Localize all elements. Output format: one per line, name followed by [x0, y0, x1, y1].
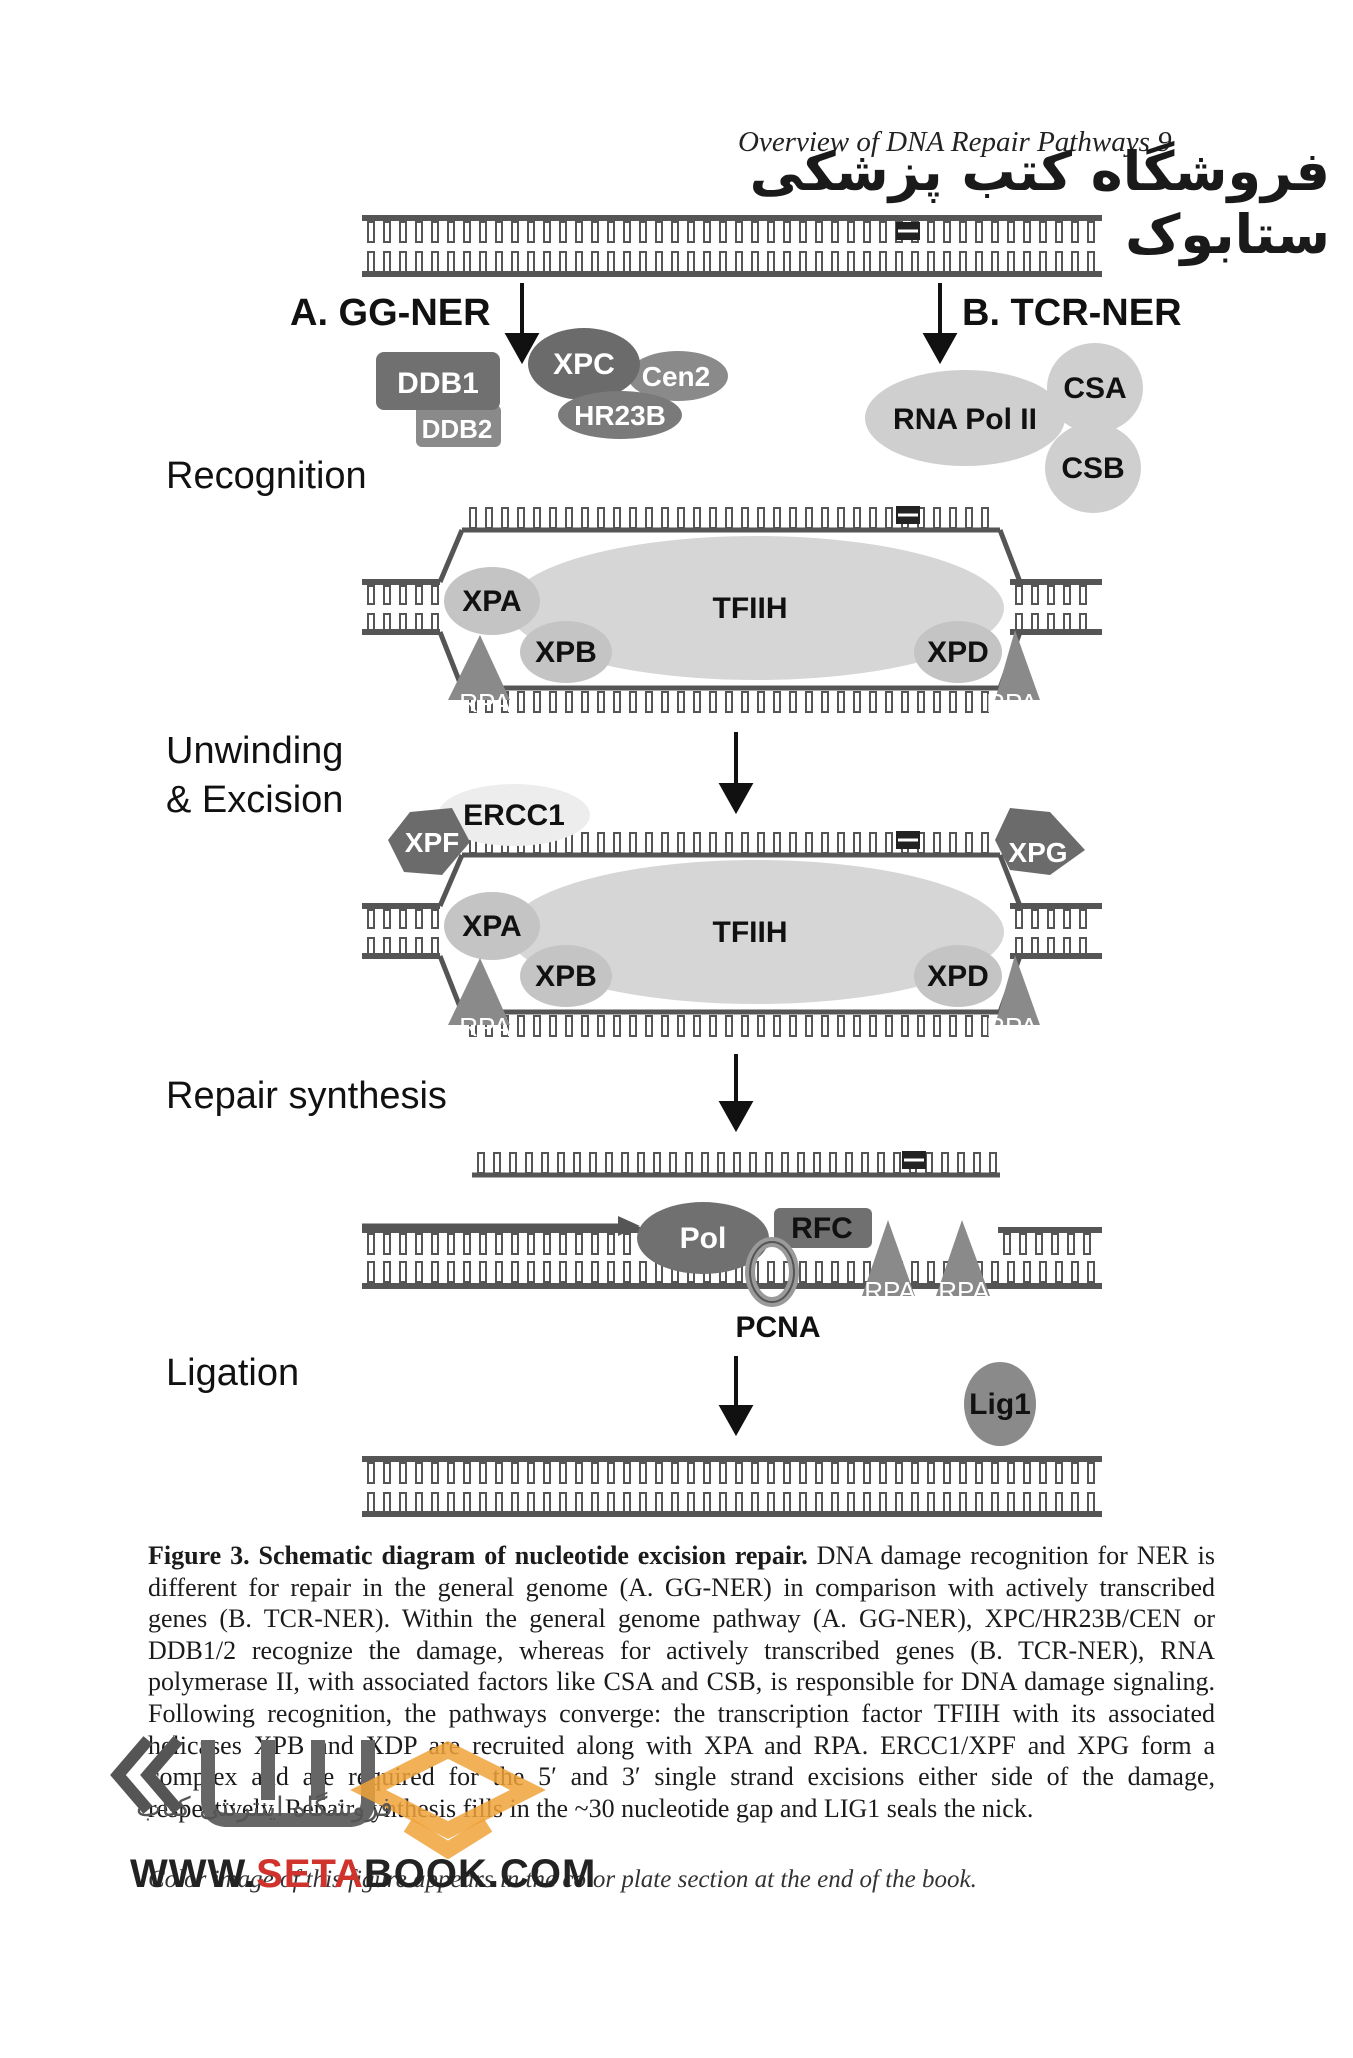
pol-label: Pol — [680, 1222, 727, 1255]
rna-pol-label: RNA Pol II — [893, 403, 1037, 436]
xpg-label: XPG — [1008, 837, 1067, 868]
rpa-label: RPA — [459, 1012, 511, 1042]
tfiih-label: TFIIH — [713, 916, 788, 949]
caption-title: Figure 3. Schematic diagram of nucleotid… — [148, 1541, 808, 1570]
rfc-label: RFC — [791, 1212, 853, 1245]
xpb-label: XPB — [535, 960, 597, 993]
gg-ner-label: A. GG-NER — [290, 292, 491, 334]
ercc1-label: ERCC1 — [463, 799, 565, 832]
xpf-label: XPF — [405, 827, 459, 858]
watermark-url-pre: WWW. — [130, 1852, 257, 1896]
rpa-label: RPA — [459, 688, 511, 718]
xpc-complex: XPC Cen2 HR23B — [528, 328, 728, 439]
tcr-ner-label: B. TCR-NER — [962, 292, 1182, 334]
xpc-label: XPC — [553, 348, 615, 381]
watermark-url-red: SETA — [256, 1852, 364, 1896]
caption-body: DNA damage recognition for NER is differ… — [148, 1541, 1215, 1823]
ddb1-label: DDB1 — [397, 367, 479, 400]
rpa-label: RPA — [864, 1276, 916, 1306]
ddb-complex: DDB1 DDB2 — [376, 352, 501, 447]
ddb2-label: DDB2 — [422, 414, 493, 444]
watermark-banner: فروشگاه کتب پزشکی ستابوک — [749, 140, 1330, 266]
stage-unwinding: Unwinding — [166, 730, 343, 772]
csb-label: CSB — [1061, 452, 1124, 485]
xpd-label: XPD — [927, 960, 989, 993]
flow-arrows — [504, 283, 958, 1437]
tfiih-complex-1: TFIIH XPA XPB XPD RPA RPA — [444, 536, 1040, 718]
tfiih-complex-2: ERCC1 XPF XPG TFIIH XPA XPB XPD RPA RPA — [388, 784, 1085, 1042]
rpa-label: RPA — [986, 688, 1038, 718]
stage-ligation: Ligation — [166, 1352, 299, 1394]
running-head: Overview of DNA Repair Pathways 9 — [738, 126, 1172, 158]
cen2-label: Cen2 — [642, 361, 710, 392]
color-plate-note: Color image of this figure appears in th… — [148, 1866, 977, 1893]
pcna-label: PCNA — [735, 1311, 820, 1344]
stage-repair-synthesis: Repair synthesis — [166, 1075, 447, 1117]
watermark-url: WWW.SETABOOK.COM — [130, 1852, 596, 1897]
rpa-label: RPA — [938, 1276, 990, 1306]
watermark-subtitle: فروشگاه اینترنتی کتاب — [136, 1792, 393, 1823]
xpa-label: XPA — [462, 585, 521, 618]
watermark-url-post: BOOK.COM — [363, 1852, 597, 1896]
lig1-label: Lig1 — [969, 1388, 1031, 1421]
xpa-label: XPA — [462, 910, 521, 943]
tfiih-label: TFIIH — [713, 592, 788, 625]
rpa-label: RPA — [986, 1012, 1038, 1042]
xpd-label: XPD — [927, 636, 989, 669]
tcr-complex: RNA Pol II CSA CSB — [865, 343, 1143, 513]
stage-recognition: Recognition — [166, 455, 367, 497]
xpb-label: XPB — [535, 636, 597, 669]
repair-synthesis-complex: Pol RFC PCNA RPA RPA — [362, 1202, 990, 1344]
dna-strands — [362, 215, 1102, 1517]
lig1-protein: Lig1 — [964, 1362, 1036, 1446]
stage-excision: & Excision — [166, 779, 343, 821]
ner-diagram: A. GG-NER B. TCR-NER Recognition Unwindi… — [166, 215, 1182, 1517]
hr23b-label: HR23B — [574, 400, 666, 431]
figure-caption: Figure 3. Schematic diagram of nucleotid… — [148, 1540, 1215, 1824]
setabook-logo — [110, 1736, 546, 1860]
csa-label: CSA — [1063, 372, 1126, 405]
